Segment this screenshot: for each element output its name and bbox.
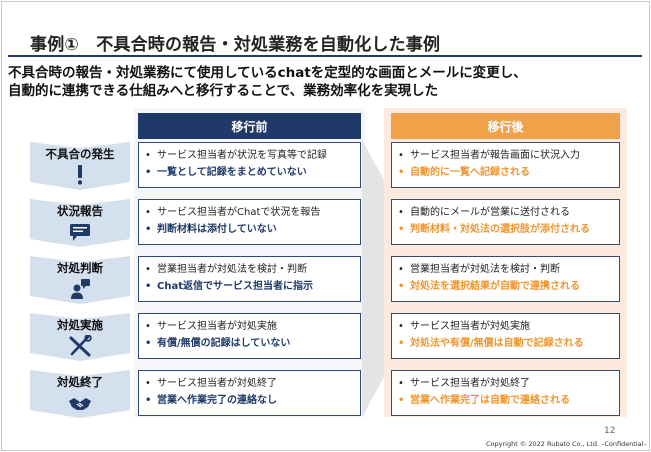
lead-line-2: 自動的に連携できる仕組みへと移行することで、業務効率化を実現した: [8, 83, 439, 99]
bullet: •: [145, 321, 151, 332]
bullet: •: [145, 378, 151, 389]
bullet: •: [398, 378, 404, 389]
card-line: • 営業担当者が対処法を検討・判断: [145, 261, 354, 278]
bullet: •: [145, 207, 151, 218]
step-label: 不具合の発生: [45, 147, 115, 161]
card-text: 対処法や有償/無償は自動で記録される: [410, 338, 584, 349]
transition-arrow-shape: [362, 140, 384, 417]
card-text: Chat返信でサービス担当者に指示: [157, 281, 313, 292]
step-chevron: 対処終了: [30, 370, 130, 418]
bullet: •: [145, 264, 151, 275]
exclamation-icon: [77, 165, 83, 185]
bullet: •: [398, 150, 404, 161]
card-text: 有償/無償の記録はしていない: [157, 338, 291, 349]
card-text: サービス担当者が対処実施: [157, 321, 277, 332]
card-text: サービス担当者が報告画面に状況入力: [410, 150, 580, 161]
card-line: • 自動的に一覧へ記録される: [398, 164, 613, 181]
page-title: 事例① 不具合時の報告・対処業務を自動化した事例: [30, 35, 441, 55]
card-text: 判断材料・対処法の選択肢が添付される: [410, 224, 590, 235]
card-text: 営業担当者が対処法を検討・判断: [410, 264, 560, 275]
bullet: •: [145, 338, 152, 349]
card-line: • 判断材料・対処法の選択肢が添付される: [398, 221, 613, 238]
chat-bubble-icon: [70, 224, 90, 241]
step-label: 状況報告: [57, 204, 103, 218]
before-card: • サービス担当者が対処実施 • 有償/無償の記録はしていない: [138, 313, 361, 359]
card-text: 営業へ作業完了の連絡なし: [157, 395, 277, 406]
card-text: 営業担当者が対処法を検討・判断: [157, 264, 307, 275]
card-line: • サービス担当者が対処終了: [145, 375, 354, 392]
bullet: •: [145, 224, 152, 235]
bullet: •: [398, 207, 404, 218]
card-line: • 一覧として記録をまとめていない: [145, 164, 354, 181]
after-card: • サービス担当者が対処終了 • 営業へ作業完了は自動で連絡される: [391, 370, 620, 416]
card-line: • 自動的にメールが営業に送付される: [398, 204, 613, 221]
card-line: • サービス担当者がChatで状況を報告: [145, 204, 354, 221]
step-label: 対処実施: [57, 318, 103, 332]
card-line: • 営業担当者が対処法を検討・判断: [398, 261, 613, 278]
card-line: • 対処法や有償/無償は自動で記録される: [398, 335, 613, 352]
card-line: • サービス担当者が対処実施: [145, 318, 354, 335]
before-card: • 営業担当者が対処法を検討・判断 • Chat返信でサービス担当者に指示: [138, 256, 361, 302]
bullet: •: [398, 224, 405, 235]
card-text: 対処法を選択結果が自動で連携される: [410, 281, 580, 292]
person-thinking-icon: [71, 279, 90, 299]
card-text: 自動的にメールが営業に送付される: [410, 207, 570, 218]
card-text: サービス担当者がChatで状況を報告: [157, 207, 321, 218]
bullet: •: [145, 395, 152, 406]
before-card: • サービス担当者が状況を写真等で記録 • 一覧として記録をまとめていない: [138, 142, 361, 188]
card-line: • 有償/無償の記録はしていない: [145, 335, 354, 352]
step-chevron: 状況報告: [30, 199, 130, 247]
card-line: • サービス担当者が対処終了: [398, 375, 613, 392]
column-header-before: 移行前: [138, 113, 361, 139]
chevron-shape: [30, 199, 130, 247]
card-text: 一覧として記録をまとめていない: [157, 167, 307, 178]
bullet: •: [145, 150, 151, 161]
card-text: サービス担当者が状況を写真等で記録: [157, 150, 327, 161]
card-text: 自動的に一覧へ記録される: [410, 167, 530, 178]
copyright-notice: Copyright © 2022 Rubato Co., Ltd. –Confi…: [486, 440, 647, 448]
bullet: •: [145, 281, 152, 292]
title-divider: [8, 55, 642, 57]
card-text: サービス担当者が対処終了: [410, 378, 530, 389]
chevron-shape: [30, 370, 130, 418]
bullet: •: [398, 264, 404, 275]
bullet: •: [398, 167, 405, 178]
tools-icon: [69, 335, 92, 357]
card-text: サービス担当者が対処終了: [157, 378, 277, 389]
card-line: • サービス担当者が対処実施: [398, 318, 613, 335]
after-card: • 自動的にメールが営業に送付される • 判断材料・対処法の選択肢が添付される: [391, 199, 620, 245]
step-chevron: 不具合の発生: [30, 142, 130, 190]
column-header-after: 移行後: [391, 113, 620, 139]
before-card: • サービス担当者がChatで状況を報告 • 判断材料は添付していない: [138, 199, 361, 245]
after-card: • サービス担当者が対処実施 • 対処法や有償/無償は自動で記録される: [391, 313, 620, 359]
before-card: • サービス担当者が対処終了 • 営業へ作業完了の連絡なし: [138, 370, 361, 416]
bullet: •: [398, 321, 404, 332]
step-chevron: 対処実施: [30, 313, 130, 361]
card-line: • 営業へ作業完了の連絡なし: [145, 392, 354, 409]
page-number: 12: [604, 426, 616, 436]
bullet: •: [398, 395, 405, 406]
card-text: 判断材料は添付していない: [157, 224, 277, 235]
chevron-shape: [30, 256, 130, 304]
after-card: • サービス担当者が報告画面に状況入力 • 自動的に一覧へ記録される: [391, 142, 620, 188]
step-label: 対処終了: [57, 375, 103, 389]
step-chevron: 対処判断: [30, 256, 130, 304]
chevron-shape: [30, 313, 130, 361]
card-text: サービス担当者が対処実施: [410, 321, 530, 332]
card-line: • 対処法を選択結果が自動で連携される: [398, 278, 613, 295]
bullet: •: [398, 338, 405, 349]
card-text: 営業へ作業完了は自動で連絡される: [410, 395, 570, 406]
card-line: • 営業へ作業完了は自動で連絡される: [398, 392, 613, 409]
bullet: •: [145, 167, 152, 178]
handshake-icon: [69, 398, 91, 410]
bullet: •: [398, 281, 405, 292]
card-line: • 判断材料は添付していない: [145, 221, 354, 238]
lead-line-1: 不具合時の報告・対処業務にて使用しているchatを定型的な画面とメールに変更し、: [8, 65, 527, 81]
after-card: • 営業担当者が対処法を検討・判断 • 対処法を選択結果が自動で連携される: [391, 256, 620, 302]
lead-text: 不具合時の報告・対処業務にて使用しているchatを定型的な画面とメールに変更し、…: [8, 64, 644, 100]
card-line: • サービス担当者が報告画面に状況入力: [398, 147, 613, 164]
step-label: 対処判断: [57, 261, 103, 275]
card-line: • サービス担当者が状況を写真等で記録: [145, 147, 354, 164]
card-line: • Chat返信でサービス担当者に指示: [145, 278, 354, 295]
